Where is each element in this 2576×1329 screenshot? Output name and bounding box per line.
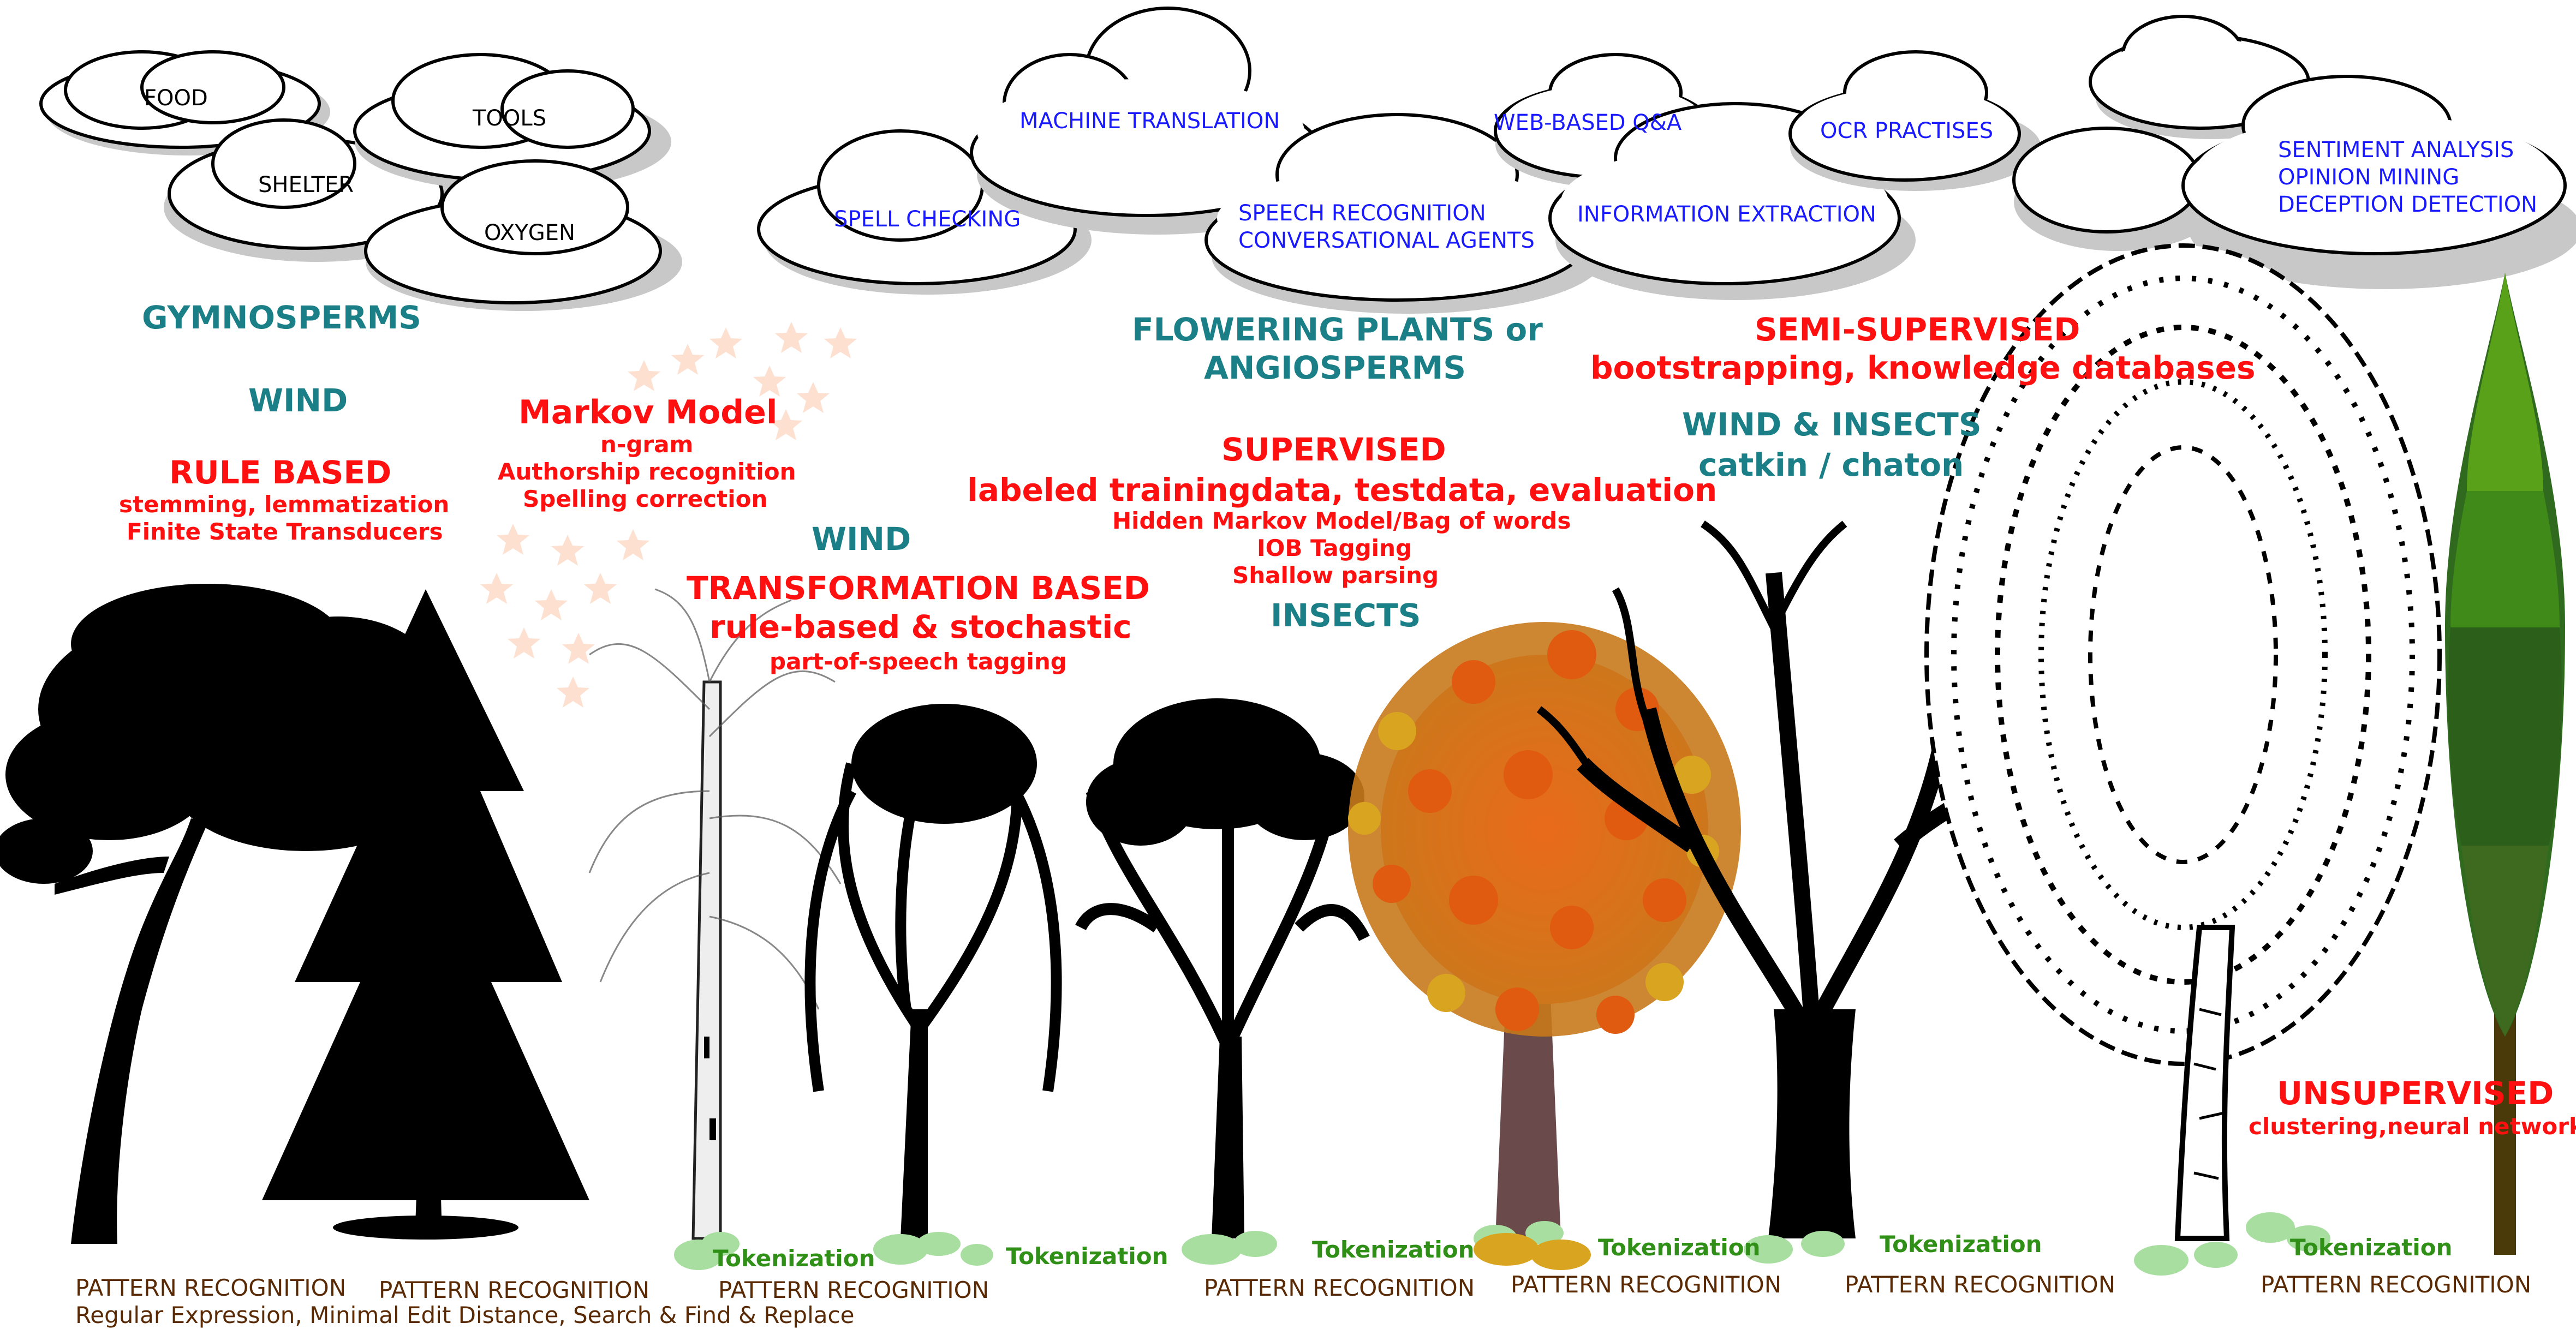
label-rule-based-sub-2: Finite State Transducers (127, 518, 443, 545)
label-hmm-bag-of-words: Hidden Markov Model/Bag of words (1112, 507, 1571, 534)
clouds (39, 7, 2576, 314)
tree-textured-birch (1924, 243, 2442, 1241)
pattern-recognition-1: PATTERN RECOGNITION (75, 1274, 347, 1301)
autumn-leaves-ground (1474, 1233, 1591, 1270)
cloud-information-extraction (1548, 102, 1916, 300)
cloud-label-shelter: SHELTER (258, 172, 354, 197)
label-wind-1: WIND (248, 382, 348, 419)
pattern-recognition-7: PATTERN RECOGNITION (2261, 1271, 2532, 1298)
label-wind-and-insects: WIND & INSECTS (1682, 406, 1982, 443)
cloud-label-tools: TOOLS (473, 106, 547, 131)
label-flowering-plants: FLOWERING PLANTS or (1132, 311, 1543, 348)
regular-expression-label: Regular Expression, Minimal Edit Distanc… (75, 1302, 855, 1328)
label-pos-tagging: part-of-speech tagging (770, 648, 1067, 675)
label-markov-authorship: Authorship recognition (498, 458, 796, 485)
label-rule-based-sub-1: stemming, lemmatization (119, 491, 450, 518)
label-semi-supervised: SEMI-SUPERVISED (1755, 311, 2080, 348)
label-shallow-parsing: Shallow parsing (1232, 562, 1439, 589)
pattern-recognition-6: PATTERN RECOGNITION (1845, 1271, 2116, 1298)
pattern-recognition-4: PATTERN RECOGNITION (1204, 1274, 1475, 1301)
cloud-label-opinion-mining: OPINION MINING (2278, 165, 2460, 190)
pattern-recognition-5: PATTERN RECOGNITION (1511, 1271, 1782, 1298)
cloud-label-conversational-agents: CONVERSATIONAL AGENTS (1238, 228, 1535, 253)
cloud-label-ocr: OCR PRACTISES (1820, 118, 1994, 143)
label-catkin: catkin / chaton (1698, 446, 1964, 483)
tokenization-label-4: Tokenization (1598, 1234, 1761, 1261)
label-iob-tagging: IOB Tagging (1257, 535, 1412, 561)
cloud-label-information-extraction: INFORMATION EXTRACTION (1577, 202, 1876, 227)
cloud-ocr (1788, 50, 2041, 191)
label-insects: INSECTS (1271, 597, 1421, 634)
cloud-sentiment (2012, 15, 2576, 289)
cloud-oxygen (364, 159, 682, 311)
label-markov-ngram: n-gram (600, 431, 694, 458)
cloud-label-oxygen: OXYGEN (484, 220, 575, 246)
label-markov-model: Markov Model (518, 393, 778, 432)
cloud-speech (1204, 113, 1605, 314)
tree-spruce (262, 589, 589, 1240)
tokenization-label-6: Tokenization (2290, 1234, 2453, 1261)
cloud-label-food: FOOD (144, 86, 208, 111)
pattern-recognition-3: PATTERN RECOGNITION (718, 1277, 989, 1303)
cloud-label-web-qa: WEB-BASED Q&A (1494, 110, 1682, 135)
label-unsupervised-sub: clustering,neural networks (2249, 1113, 2576, 1140)
label-transformation-based: TRANSFORMATION BASED (687, 570, 1150, 607)
cloud-spell (757, 129, 1092, 295)
label-unsupervised: UNSUPERVISED (2277, 1075, 2554, 1112)
tokenization-label-2: Tokenization (1006, 1243, 1168, 1270)
tree-cypress (2445, 273, 2565, 1255)
cloud-label-sentiment-analysis: SENTIMENT ANALYSIS (2278, 137, 2514, 163)
label-semi-supervised-sub: bootstrapping, knowledge databases (1590, 349, 2256, 386)
label-rule-based: RULE BASED (169, 454, 392, 491)
label-markov-spelling: Spelling correction (523, 486, 768, 512)
tokenization-label-1: Tokenization (713, 1245, 875, 1272)
label-wind-2: WIND (812, 520, 911, 558)
label-gymnosperms: GYMNOSPERMS (142, 299, 421, 336)
pattern-recognition-2: PATTERN RECOGNITION (379, 1277, 650, 1303)
cloud-label-speech-recognition: SPEECH RECOGNITION (1238, 201, 1486, 226)
tree-bare (1075, 698, 1370, 1238)
label-angiosperms: ANGIOSPERMS (1204, 349, 1466, 386)
tokenization-label-5: Tokenization (1880, 1231, 2042, 1258)
label-supervised-sub: labeled trainingdata, testdata, evaluati… (967, 471, 1718, 508)
tree-weeping (804, 704, 1062, 1238)
cloud-label-deception-detection: DECEPTION DETECTION (2278, 192, 2538, 217)
label-transformation-sub: rule-based & stochastic (709, 608, 1132, 645)
cloud-label-machine-translation: MACHINE TRANSLATION (1019, 109, 1280, 134)
tokenization-label-3: Tokenization (1312, 1236, 1475, 1263)
tree-birch (588, 588, 842, 1240)
tree-autumn (1348, 622, 1741, 1238)
label-supervised: SUPERVISED (1221, 431, 1446, 468)
cloud-label-spell-checking: SPELL CHECKING (834, 207, 1021, 232)
